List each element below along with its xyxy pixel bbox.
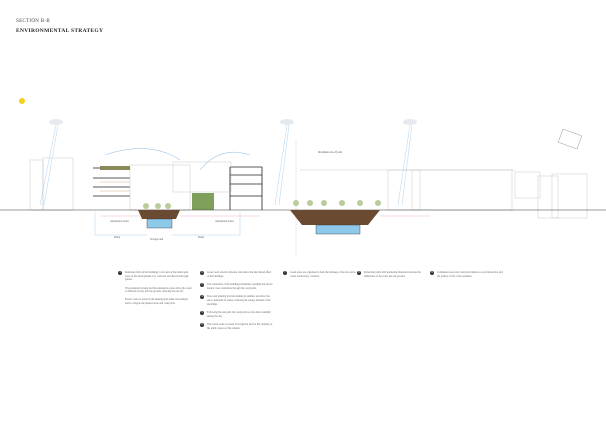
paragraph: Excess water is stored in the undergroun… — [125, 297, 188, 305]
bullet-number: 6 — [200, 323, 204, 328]
page-title: ENVIRONMENTAL STRATEGY — [16, 28, 104, 34]
bullet-number: 9 — [430, 271, 434, 275]
bullet-number: 1 — [118, 271, 122, 275]
bullet-number: 7 — [283, 271, 287, 275]
label-distance: Maximum run-off path — [318, 151, 342, 154]
yellow-marker-dot — [19, 98, 25, 104]
bullet-text: Communal areas and courtyards improve so… — [437, 271, 503, 278]
attenuation-basin-right — [290, 210, 380, 235]
bullet-text: Following the sun path, the courtyards r… — [207, 311, 271, 318]
label-pump-right: Pump — [198, 236, 205, 239]
bullet-number: 5 — [200, 311, 204, 316]
paragraph: The permeable paving and the attenuation… — [125, 286, 192, 294]
label-attenuation-right: Attenuation zones — [215, 220, 234, 223]
label-attenuation-left: Attenuation zones — [110, 220, 129, 223]
bullet-number: 8 — [357, 271, 361, 275]
green-wall — [192, 193, 214, 210]
bullet-number: 4 — [200, 295, 204, 300]
bullet-text: Green roofs absorb rainwater and reduce … — [207, 271, 272, 278]
environmental-section-drawing — [0, 119, 606, 255]
attenuation-basin-left — [138, 210, 180, 229]
label-storage-tank: Storage tank — [150, 238, 164, 241]
trees — [143, 200, 381, 209]
bullet-number: 3 — [200, 283, 204, 288]
bullet-text: The stored water is reused for irrigatio… — [207, 323, 273, 330]
label-pump-left: Pump — [114, 236, 121, 239]
bullet-text: Rainwater falls on the buildings' roofs … — [125, 271, 189, 282]
main-buildings — [93, 166, 263, 210]
section-label: SECTION B-B — [16, 19, 50, 24]
airflow-arrow — [104, 148, 181, 161]
drainage-pipes — [94, 212, 241, 236]
rain-clouds — [39, 119, 417, 206]
bullet-text: The orientation of the buildings maximis… — [207, 283, 273, 290]
site-plan-inset — [557, 128, 583, 150]
bullet-text: Green areas are organised to help the dr… — [290, 271, 356, 278]
context-buildings — [29, 157, 588, 219]
bullet-text: Trees and planting provide shading in su… — [207, 295, 271, 306]
bullet-text: Pedestrian paths with permeable material… — [364, 271, 421, 278]
bullet-number: 2 — [200, 271, 204, 275]
